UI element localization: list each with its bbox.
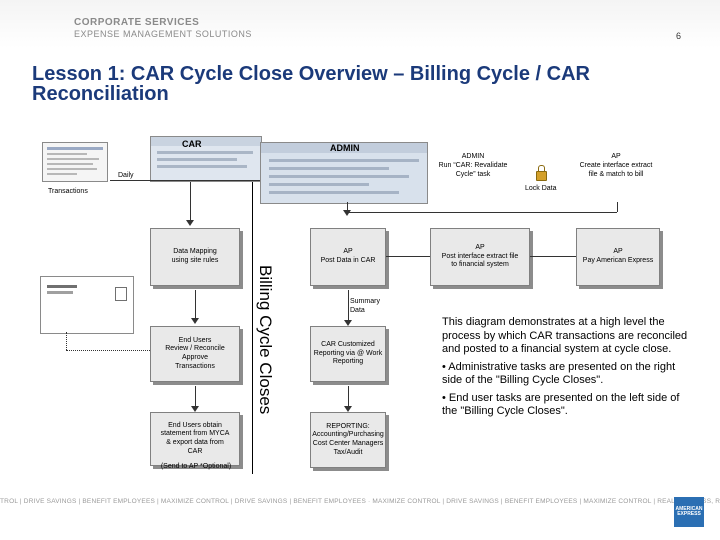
ap-post-interface-text: AP Post interface extract file to financ… (441, 243, 519, 269)
connector-left-down (190, 182, 191, 222)
page-title: Lesson 1: CAR Cycle Close Overview – Bil… (32, 63, 590, 105)
car-label: CAR (182, 139, 202, 149)
billing-cycle-divider (252, 182, 253, 474)
lock-data-label: Lock Data (525, 185, 557, 192)
statement-thumbnail (42, 142, 108, 182)
explanation-bullet-user: • End user tasks are presented on the le… (442, 391, 680, 418)
connector-ap-row2 (386, 256, 430, 257)
connector-daily (110, 180, 260, 181)
brand-line-1: CORPORATE SERVICES (74, 17, 200, 28)
page-number: 6 (676, 31, 682, 41)
transactions-label: Transactions (48, 188, 88, 195)
admin-revalidate-task: ADMIN Run “CAR: Revalidate Cycle” task (438, 153, 508, 178)
arrow-to-end-users-obtain (191, 406, 199, 412)
end-users-obtain-box: End Users obtain statement from MYCA & e… (150, 412, 240, 466)
ap-post-car-text: AP Post Data in CAR (320, 248, 376, 264)
amex-logo: AMERICAN EXPRESS (674, 497, 704, 527)
statement-image (40, 276, 134, 334)
brand-line-2: EXPENSE MANAGEMENT SOLUTIONS (74, 29, 252, 39)
end-users-obtain-text: End Users obtain statement from MYCA & e… (160, 421, 230, 455)
ap-post-interface-box: AP Post interface extract file to financ… (430, 228, 530, 286)
connector-mid-1 (348, 290, 349, 324)
ap-pay-text: AP Pay American Express (582, 248, 654, 264)
car-customized-box: CAR Customized Reporting via @ Work Repo… (310, 326, 386, 382)
ap-pay-box: AP Pay American Express (576, 228, 660, 286)
data-mapping-box: Data Mapping using site rules (150, 228, 240, 286)
data-mapping-text: Data Mapping using site rules (171, 248, 219, 264)
arrow-to-car-customized (344, 320, 352, 326)
arrow-to-end-users-review (191, 318, 199, 324)
end-users-review-box: End Users Review / Reconcile Approve Tra… (150, 326, 240, 382)
ap-post-car-box: AP Post Data in CAR (310, 228, 386, 286)
connector-mid-2 (348, 386, 349, 408)
car-customized-text: CAR Customized Reporting via @ Work Repo… (313, 340, 383, 366)
footer-tagline-strip: TROL | DRIVE SAVINGS | BENEFIT EMPLOYEES… (0, 498, 720, 505)
connector-admin-down (347, 202, 348, 212)
explanation-bullet-admin: • Administrative tasks are presented on … (442, 360, 676, 387)
arrow-to-reporting (344, 406, 352, 412)
admin-screenshot (260, 142, 428, 204)
lock-shackle (538, 165, 545, 172)
connector-ap-right-down (617, 202, 618, 212)
connector-ap-row3 (530, 256, 576, 257)
header-band (0, 0, 720, 48)
reporting-box: REPORTING: Accounting/Purchasing Cost Ce… (310, 412, 386, 468)
connector-admin-row (347, 212, 617, 213)
billing-cycle-closes-label: Billing Cycle Closes (256, 265, 275, 415)
send-to-ap-note: (Send to AP *Optional) (160, 463, 232, 470)
connector-dotted-left-h (66, 350, 150, 352)
arrow-to-data-mapping (186, 220, 194, 226)
car-screenshot (150, 136, 262, 182)
end-users-review-text: End Users Review / Reconcile Approve Tra… (165, 336, 225, 370)
arrow-to-ap-post-car (343, 210, 351, 216)
summary-data-label: Summary Data (350, 298, 380, 314)
connector-dotted-left (66, 332, 68, 350)
reporting-text: REPORTING: Accounting/Purchasing Cost Ce… (312, 422, 384, 456)
admin-label: ADMIN (330, 143, 360, 153)
lock-icon (536, 171, 547, 181)
daily-label: Daily (118, 172, 134, 179)
explanation-text: This diagram demonstrates at a high leve… (442, 316, 688, 423)
connector-left-low (195, 386, 196, 408)
connector-left-mid (195, 290, 196, 320)
explanation-paragraph-1: This diagram demonstrates at a high leve… (442, 316, 688, 355)
ap-create-interface: AP Create interface extract file & match… (579, 153, 653, 178)
